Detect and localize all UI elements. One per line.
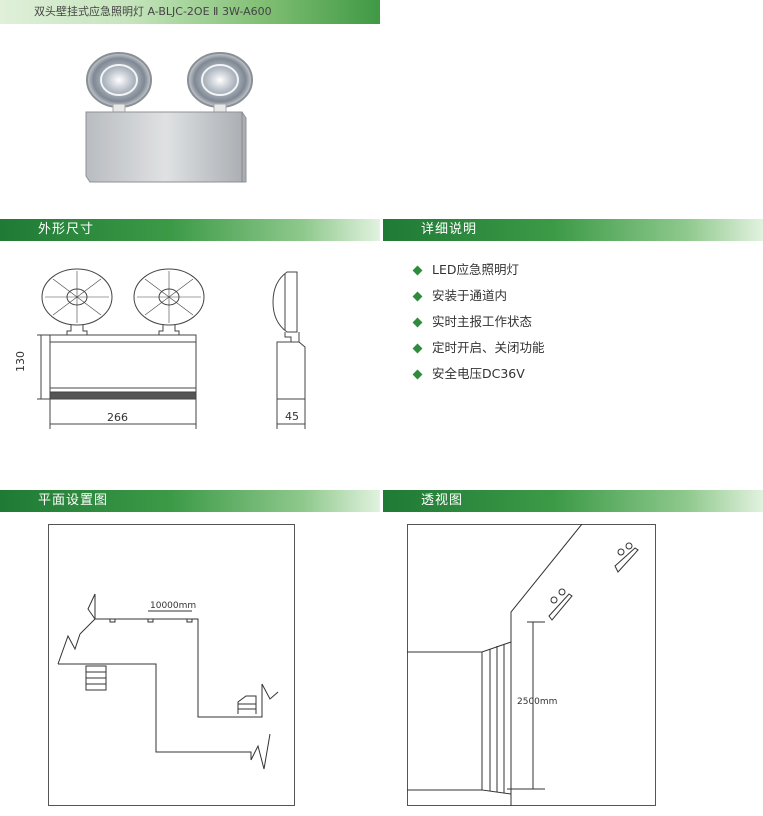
dim-width-label: 266 — [107, 411, 128, 424]
details-item: 安装于通道内 — [412, 283, 545, 309]
dim-depth-label: 45 — [285, 410, 299, 423]
details-item: 实时主报工作状态 — [412, 309, 545, 335]
floor-plan-spacing-label: 10000mm — [150, 601, 196, 611]
bullet-icon — [412, 317, 423, 327]
section-perspective-header: 透视图 — [383, 490, 763, 512]
section-floor-plan-header: 平面设置图 — [0, 490, 380, 512]
bullet-icon — [412, 343, 423, 353]
bullet-icon — [412, 369, 423, 379]
perspective-drawing: 2500mm — [407, 524, 639, 806]
product-photo — [85, 52, 253, 183]
floor-plan-frame — [48, 524, 295, 806]
bullet-icon — [412, 265, 423, 275]
section-dimensions-header: 外形尺寸 — [0, 219, 380, 241]
floor-plan-drawing: 10000mm — [57, 593, 279, 770]
dim-height-label: 130 — [15, 351, 27, 372]
details-item: 定时开启、关闭功能 — [412, 335, 545, 361]
perspective-height-label: 2500mm — [517, 697, 557, 707]
perspective-frame — [407, 524, 656, 806]
section-details-header: 详细说明 — [383, 219, 763, 241]
dimension-drawing: 130 266 45 — [15, 268, 306, 429]
product-title: 双头壁挂式应急照明灯 A-BLJC-2OE Ⅱ 3W-A600 — [0, 0, 380, 24]
details-item: 安全电压DC36V — [412, 361, 545, 387]
details-list: LED应急照明灯 安装于通道内 实时主报工作状态 定时开启、关闭功能 安全电压D… — [412, 257, 545, 387]
bullet-icon — [412, 291, 423, 301]
details-item: LED应急照明灯 — [412, 257, 545, 283]
